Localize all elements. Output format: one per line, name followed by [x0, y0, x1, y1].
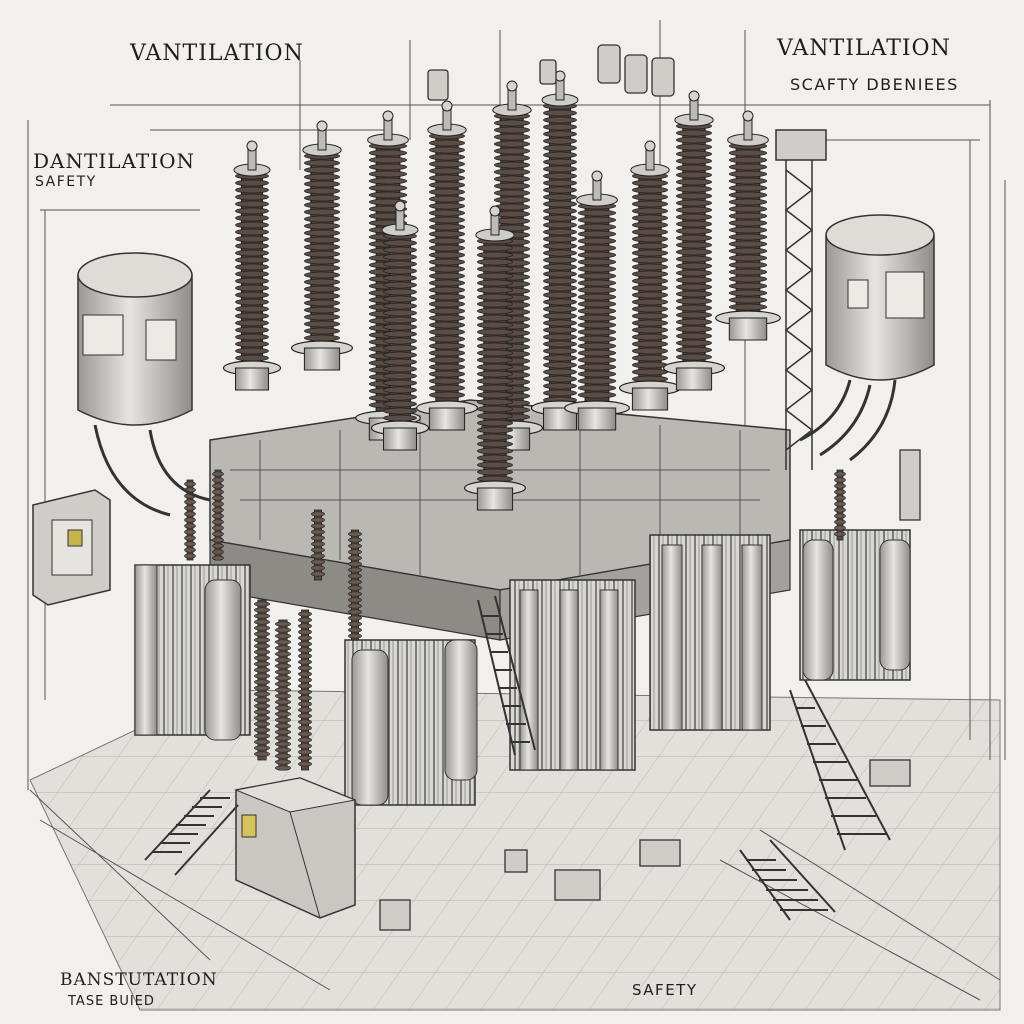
stairs-bottom-left [144, 789, 239, 876]
top-gauges [427, 44, 675, 101]
bushing-insulators [222, 70, 781, 511]
radiator-bank-right [799, 529, 911, 681]
bushing-insulator-9 [662, 90, 725, 391]
lower-insulator-6 [212, 469, 224, 561]
radiator-bank-left [134, 564, 251, 741]
label-ventilation-bottom-left: BANSTUTATION [60, 970, 218, 990]
lower-insulator-1 [254, 599, 271, 761]
label-safety-left: SAFETY [35, 174, 97, 190]
lattice-mast [775, 129, 827, 470]
stairs-right [789, 679, 891, 851]
lower-insulators [184, 469, 846, 771]
bushing-insulator-6 [530, 70, 590, 431]
label-ventilation-top-right: VANTILATION [776, 36, 951, 61]
bushing-insulator-4 [416, 100, 479, 431]
radiator-bank-center-right [649, 534, 771, 731]
label-ventilation-bottom-left-2: TASE BUIED [67, 994, 155, 1009]
label-ventilation-left: DANTILATION [33, 149, 195, 173]
bushing-insulator-12 [370, 200, 430, 451]
lower-insulator-4 [348, 529, 362, 641]
control-cabinet-bottom [234, 777, 357, 919]
bushing-insulator-1 [222, 140, 282, 391]
oil-conservator-tank-right [799, 214, 935, 462]
stairs-bottom-right [739, 839, 836, 921]
cooling-radiators [134, 529, 911, 806]
lower-insulator-7 [311, 509, 325, 581]
bushing-insulator-10 [715, 110, 781, 341]
bushing-insulator-7 [564, 170, 630, 431]
lower-insulator-5 [184, 479, 196, 561]
lower-insulator-8 [834, 469, 846, 541]
label-ventilation-top-left: VANTILATION [129, 41, 304, 66]
floor-equipment [379, 449, 921, 931]
label-safety-bottom: SAFETY [632, 981, 698, 999]
radiator-bank-center-left [344, 639, 478, 806]
ladder-center [477, 595, 536, 756]
lower-insulator-2 [274, 619, 291, 771]
bushing-insulator-11 [464, 205, 527, 511]
lower-insulator-3 [298, 609, 312, 771]
control-cabinet-left [32, 489, 111, 606]
label-safety-top-right: SCAFTY DBENIEES [790, 75, 959, 94]
bushing-insulator-8 [618, 140, 681, 411]
bushing-insulator-2 [291, 120, 354, 371]
oil-conservator-tank-left [77, 252, 211, 517]
